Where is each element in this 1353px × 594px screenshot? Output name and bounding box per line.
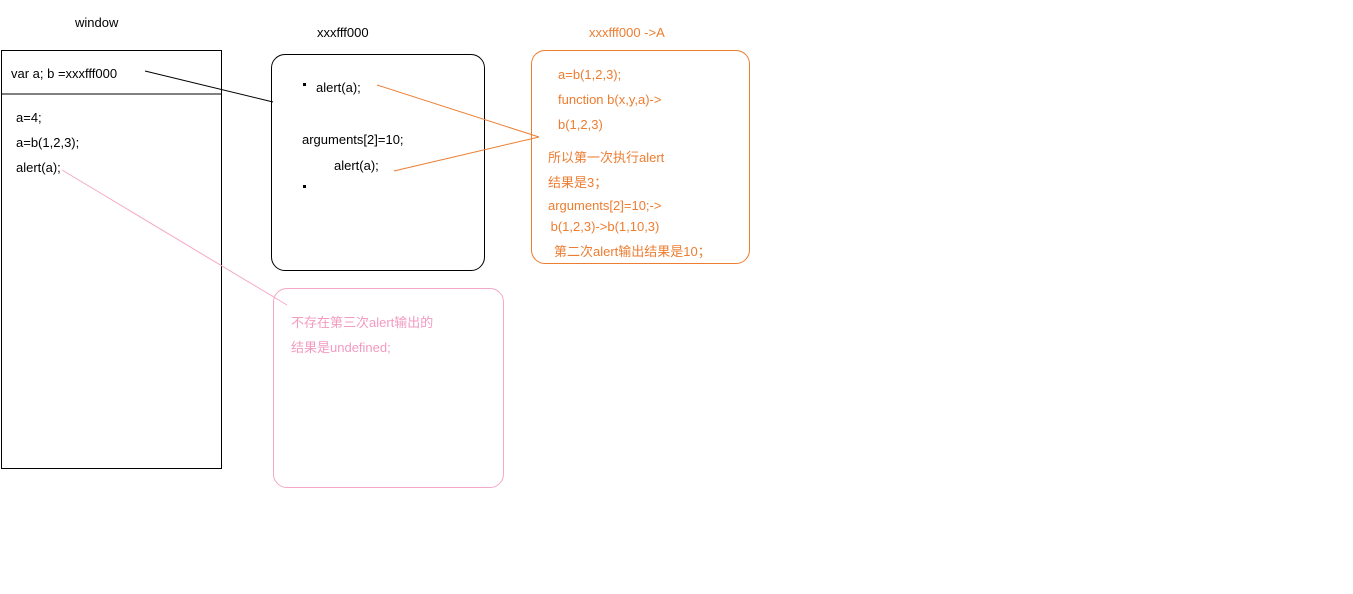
note-line-1: 不存在第三次alert输出的 [291, 315, 434, 330]
analysis-line-4: 所以第一次执行alert [548, 150, 665, 165]
third-alert-to-note-line [61, 169, 288, 306]
bullet-marker [303, 185, 306, 188]
function-line-3: alert(a); [334, 158, 379, 173]
note-box [273, 288, 504, 488]
analysis-line-5: 结果是3； [548, 175, 608, 190]
analysis-line-2: function b(x,y,a)-> [558, 92, 662, 107]
analysis-line-3: b(1,2,3) [558, 117, 603, 132]
function-scope-label: xxxfff000 [317, 25, 369, 40]
window-box [1, 50, 222, 469]
window-label: window [75, 15, 119, 30]
note-line-2: 结果是undefined; [291, 340, 391, 355]
analysis-line-8: 第二次alert输出结果是10； [554, 244, 711, 259]
function-line-2: arguments[2]=10; [302, 132, 404, 147]
first-alert-to-analysis-line [376, 84, 540, 138]
window-line-3: alert(a); [16, 160, 61, 175]
declaration-to-function-arrow [144, 70, 274, 103]
analysis-label: xxxfff000 ->A [589, 25, 665, 40]
second-alert-to-analysis-line [393, 136, 540, 172]
window-line-2: a=b(1,2,3); [16, 135, 80, 150]
function-scope-box [271, 54, 485, 271]
analysis-line-7: b(1,2,3)->b(1,10,3) [547, 219, 660, 234]
analysis-line-6: arguments[2]=10;-> [548, 198, 662, 213]
analysis-box [531, 50, 750, 264]
analysis-line-1: a=b(1,2,3); [558, 67, 622, 82]
window-line-1: a=4; [16, 110, 42, 125]
window-declaration: var a; b =xxxfff000 [11, 66, 118, 81]
bullet-marker [303, 83, 306, 86]
function-line-1: alert(a); [316, 80, 361, 95]
